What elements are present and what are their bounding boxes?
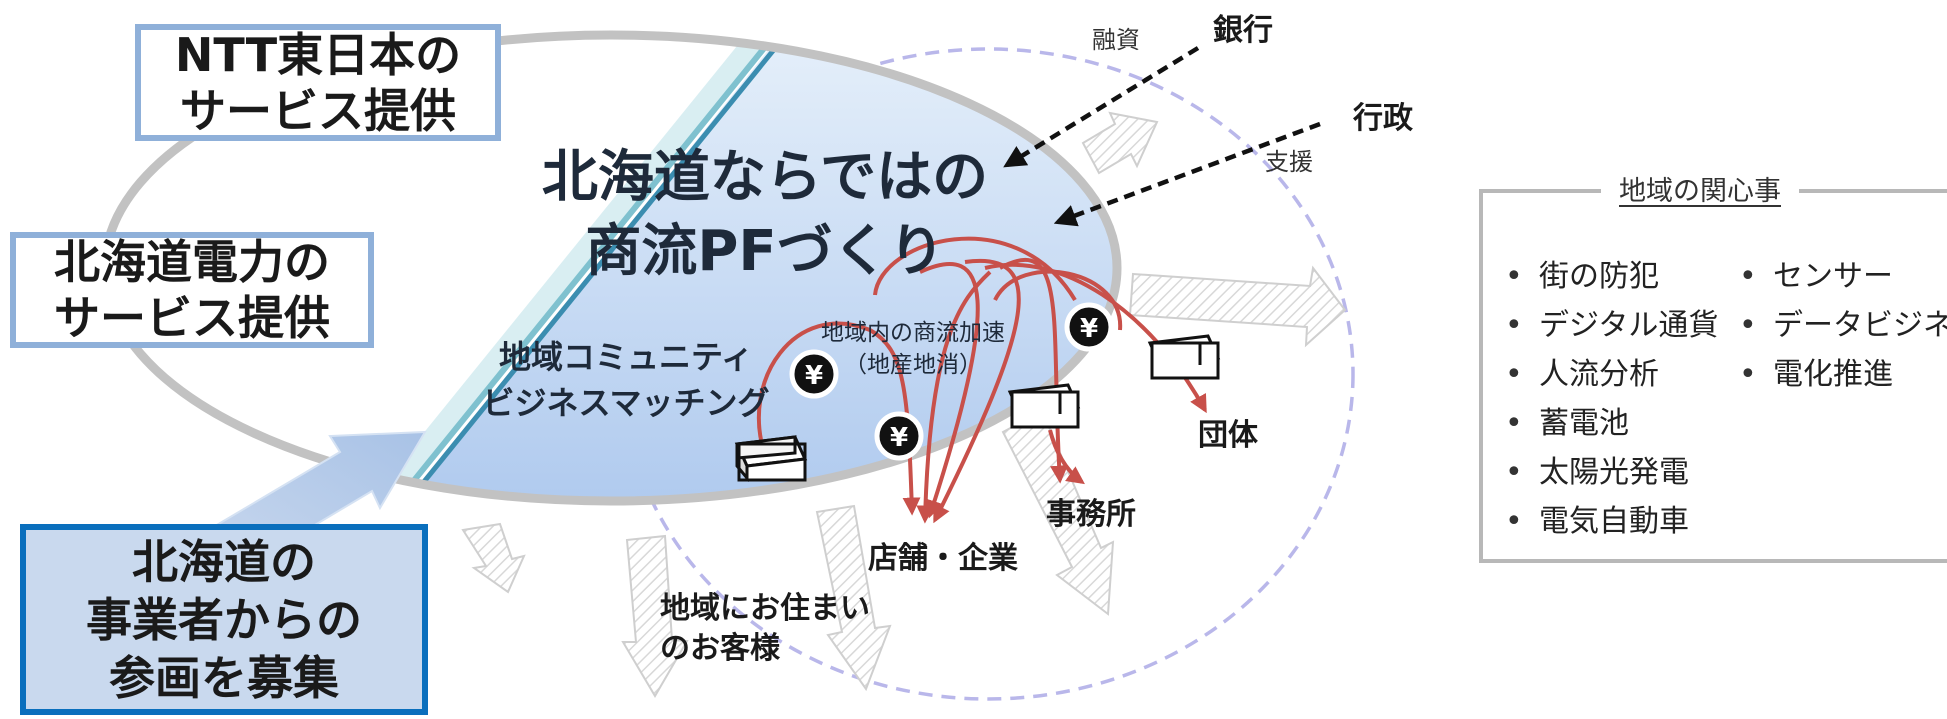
hatched-arrow-bottom-left	[461, 522, 526, 594]
svg-text:¥: ¥	[1080, 314, 1098, 344]
loan-label: 融資	[1092, 26, 1140, 54]
package-icon	[1147, 334, 1221, 380]
interests-title: 地域の関心事	[1601, 169, 1799, 208]
yen-coin: ¥	[874, 411, 924, 461]
interest-item: デジタル通貨	[1505, 300, 1718, 344]
accel-label-line2: （地産地消）	[844, 352, 982, 378]
hokkaido-electric-box: 北海道電力の サービス提供	[10, 232, 374, 348]
interest-item: 電気自動車	[1505, 496, 1689, 540]
hatched-arrow-bottom-a	[815, 504, 892, 692]
hepco-box-line2: サービス提供	[54, 291, 330, 345]
residents-label-line1: 地域にお住まい	[660, 591, 870, 626]
recruit-box-line2: 事業者からの	[86, 592, 362, 647]
diagonal-stripes	[358, 35, 808, 501]
stores-label: 店舗・企業	[868, 541, 1018, 576]
hepco-box-line1: 北海道電力の	[54, 235, 330, 289]
flow-to-office-b	[1048, 429, 1085, 485]
residents-label-line2: のお客様	[660, 631, 781, 666]
interest-item: 電化推進	[1739, 349, 1893, 393]
bank-arrow	[1003, 46, 1200, 168]
yen-coin: ¥	[789, 349, 839, 399]
yen-coin: ¥	[1064, 302, 1114, 352]
flow-loop-right	[993, 269, 1123, 331]
interest-item: 太陽光発電	[1505, 447, 1689, 491]
support-label: 支援	[1265, 148, 1313, 176]
package-icon	[1007, 383, 1081, 429]
flow-loop-top	[873, 236, 1077, 302]
government-label: 行政	[1352, 101, 1413, 136]
interests-panel: 地域の関心事 街の防犯 デジタル通貨 人流分析 蓄電池 太陽光発電 電気自動車 …	[1479, 169, 1947, 563]
bank-label: 銀行	[1213, 13, 1273, 48]
platform-fill	[395, 35, 1117, 501]
ntt-east-box: NTT東日本の サービス提供	[135, 24, 501, 141]
svg-text:¥: ¥	[805, 361, 823, 391]
flow-to-stores-b	[933, 258, 1021, 524]
interest-item: 街の防犯	[1505, 251, 1659, 295]
interest-item: センサー	[1739, 251, 1893, 295]
hatched-arrow-bottom-b	[621, 534, 689, 698]
ntt-box-line2: サービス提供	[180, 83, 456, 138]
hatched-arrow-upper-right	[1081, 111, 1159, 175]
recruit-box-line1: 北海道の	[132, 534, 316, 589]
interest-item: 蓄電池	[1505, 398, 1629, 442]
matching-label-line2: ビジネスマッチング	[482, 384, 769, 422]
government-arrow	[1053, 121, 1321, 227]
outward-arrows	[461, 111, 1347, 698]
interest-item: 人流分析	[1505, 349, 1659, 393]
platform-title-line1: 北海道ならではの	[542, 145, 988, 210]
hatched-arrow-right	[1128, 265, 1347, 348]
recruit-box-line3: 参画を募集	[109, 650, 339, 705]
office-label: 事務所	[1046, 497, 1136, 532]
ntt-box-line1: NTT東日本の	[174, 27, 462, 82]
package-icon	[734, 435, 808, 483]
groups-label: 団体	[1198, 418, 1259, 453]
flow-to-stores-c	[916, 270, 992, 524]
platform-title-line2: 商流PFづくり	[585, 219, 944, 284]
svg-text:¥: ¥	[890, 423, 908, 453]
accel-label-line1: 地域内の商流加速	[821, 320, 1005, 346]
recruit-box: 北海道の 事業者からの 参画を募集	[20, 524, 428, 715]
flow-to-stores-a	[919, 262, 980, 519]
matching-label-line1: 地域コミュニティ	[499, 338, 753, 376]
interest-item: データビジネス	[1739, 300, 1947, 344]
